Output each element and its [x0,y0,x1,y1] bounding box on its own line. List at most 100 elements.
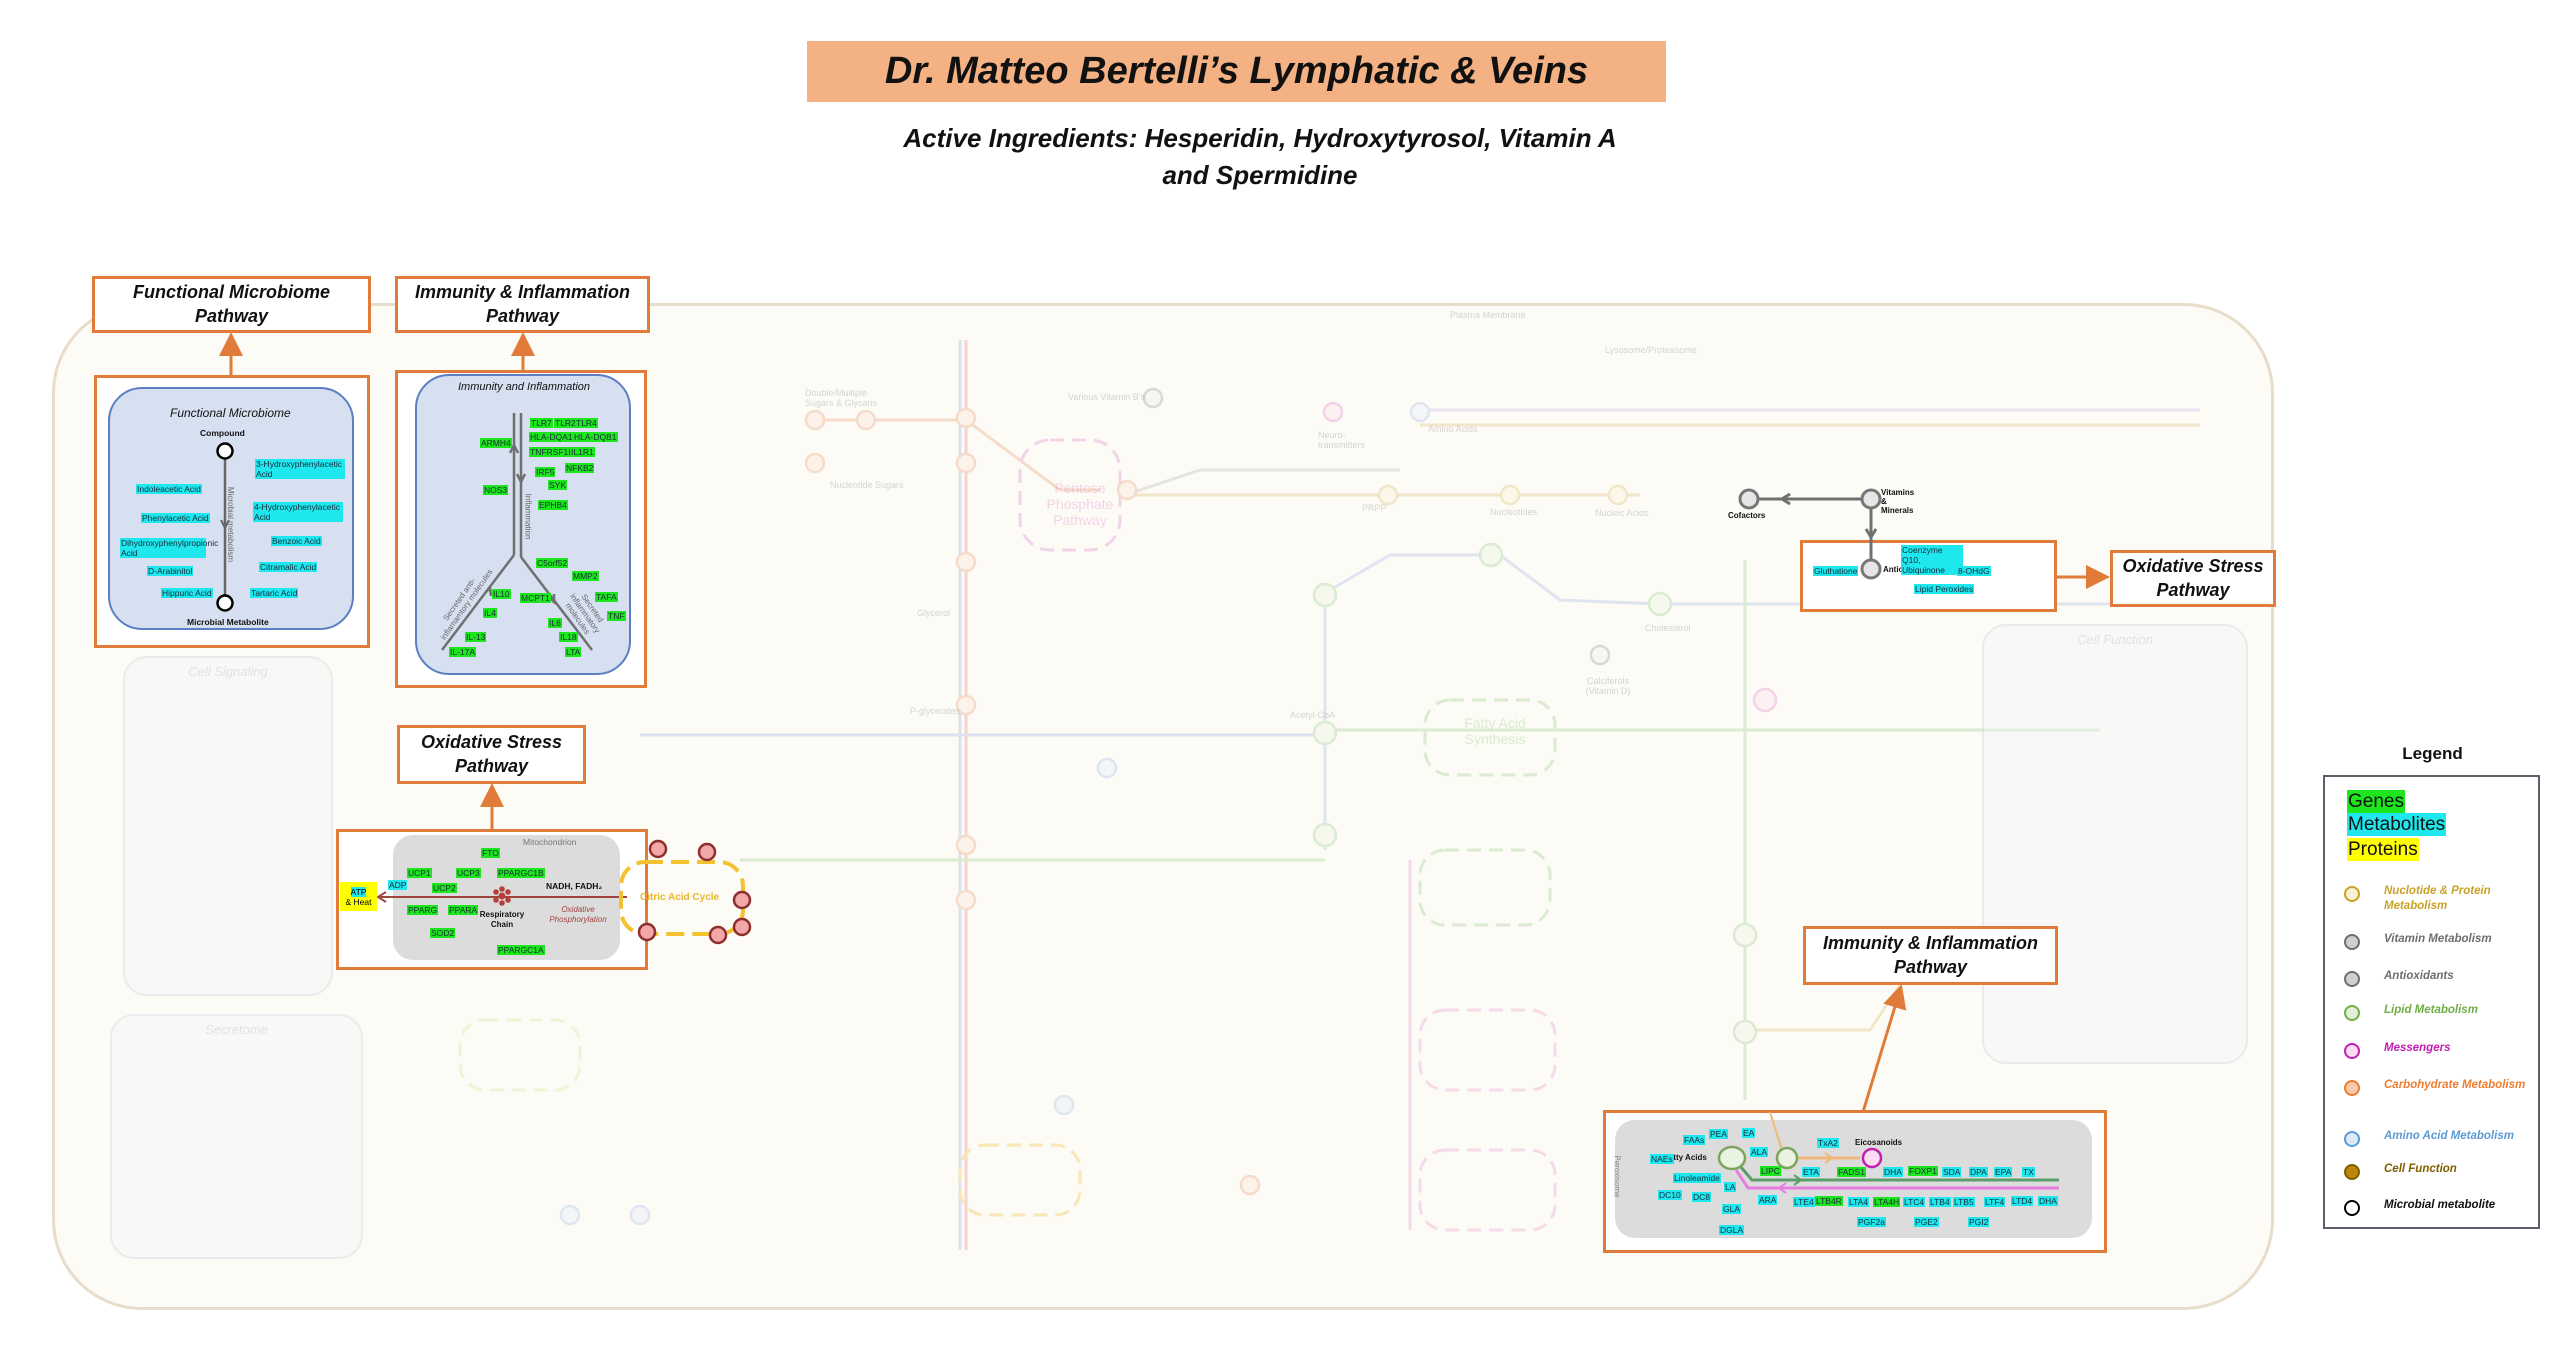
respiratory-chain-label: Respiratory Chain [479,910,525,929]
legend-circle-icon [2344,934,2360,950]
legend-circle-icon [2344,1080,2360,1096]
metabolite-chip: LTA4 [1848,1197,1870,1207]
metabolite-node [216,594,234,612]
metabolite-chip: LA [1724,1182,1737,1192]
legend-item: Carbohydrate Metabolism [2344,1079,2525,1096]
gene-chip: UCP3 [456,868,481,878]
metabolite-chip: TxA2 [1817,1138,1839,1148]
metabolite-chip: Benzoic Acid [271,536,322,546]
functional-microbiome-pathway-label: Functional Microbiome Pathway [92,276,371,333]
gene-chip: PPARGC1B [497,868,545,878]
metabolite-chip: DHA [1883,1167,1903,1177]
legend-item-label: Antioxidants [2384,970,2454,982]
compound-node [216,442,234,460]
metabolite-chip: PEA [1709,1129,1729,1139]
metabolite-chip: Lipid Peroxides [1914,584,1975,594]
gene-chip: NFKB2 [565,463,595,473]
bg-label: Nucleotides [1490,507,1538,517]
bg-label: Double/Multiple Sugars & Glycans [805,388,878,408]
vitamins-minerals-label: Vitamins & Minerals [1881,488,1915,515]
legend-item-label: Messengers [2384,1042,2451,1054]
legend-item: Microbial metabolite [2344,1199,2495,1216]
metabolite-chip: DHA [2038,1196,2058,1206]
metabolite-chip: Hippuric Acid [161,588,213,598]
legend-item: Lipid Metabolism [2344,1004,2478,1021]
vitamins-arrows [1738,488,1882,580]
cofactors-label: Cofactors [1728,511,1766,520]
legend-item-label: Carbohydrate Metabolism [2384,1079,2526,1091]
gene-chip: UCP1 [407,868,432,878]
metabolite-chip: Citramalic Acid [259,562,318,572]
metabolite-chip: Dihydroxyphenylpropionic Acid [120,538,219,558]
citric-acid-cycle-nodes [637,839,752,945]
bg-label: Lysosome/Proteasome [1605,345,1697,355]
legend-item-label: Nuclotide & Protein Metabolism [2384,885,2491,912]
metabolite-chip: Linoleamide [1673,1173,1721,1183]
legend-item: Cell Function [2344,1163,2457,1180]
page-title: Dr. Matteo Bertelli’s Lymphatic & Veins [884,50,1589,92]
metabolite-chip: DPA [1969,1167,1988,1177]
legend-genes: Genes [2347,790,2405,813]
bg-label: Glycerol [917,608,951,618]
metabolite-chip: Tartaric Acid [250,588,299,598]
gene-chip: TLR7 [530,418,553,428]
legend-circle-icon [2344,1043,2360,1059]
metabolite-chip: LTD4 [2011,1196,2034,1206]
respiratory-chain-icon [493,886,511,906]
gene-chip: IL6 [548,618,562,628]
metabolite-chip: GLA [1722,1204,1742,1214]
legend-proteins: Proteins [2347,838,2419,861]
gene-chip: C5orf52 [536,558,569,568]
fatty-acids-node [1717,1145,1747,1171]
fatty-acids-label: Fatty Acids [1664,1153,1707,1162]
gene-chip: IL18 [559,632,578,642]
secretome-panel: Secretome [110,1014,363,1259]
gene-chip: FOXP1 [1908,1166,1938,1176]
metabolite-chip: 3-Hydroxyphenylacetic Acid [255,459,345,479]
metabolite-chip: LTC4 [1903,1197,1926,1207]
legend-item-label: Cell Function [2384,1163,2457,1175]
immunity-pathway-label-left: Immunity & Inflammation Pathway [395,276,650,333]
gene-chip: PPARA [448,905,479,915]
citric-acid-cycle-label: Citric Acid Cycle [640,892,720,903]
bg-label: P-glycerates [910,706,961,716]
metabolite-chip: D-Arabinitol [147,566,194,576]
oxidative-stress-pathway-label-left: Oxidative Stress Pathway [397,725,586,784]
gene-chip: LTA [565,647,582,657]
metabolite-chip: LTF4 [1984,1197,2006,1207]
panel-title: Cell Function [2077,632,2153,647]
title-banner: Dr. Matteo Bertelli’s Lymphatic & Veins [807,41,1666,102]
metabolite-chip: LTB4 [1929,1197,1951,1207]
gene-chip: TAFA [595,592,618,602]
citric-acid-cycle-loop [619,860,745,936]
metabolite-chip: Phenylacetic Acid [141,513,210,523]
metabolite-chip: DC8 [1692,1192,1712,1202]
metabolite-chip: Gluthatione [1813,566,1859,576]
gene-chip: IL-13 [465,632,487,642]
metabolite-chip: LTB5 [1953,1197,1975,1207]
legend-item: Vitamin Metabolism [2344,933,2492,950]
subtitle-line-1: Active Ingredients: Hesperidin, Hydroxyt… [903,123,1617,153]
legend-item: Nuclotide & Protein Metabolism [2344,885,2491,912]
compound-label: Compound [200,428,245,438]
adp-chip: ADP [388,880,408,890]
inflammation-y-arrows [441,413,593,651]
bg-label: Nucleic Acids [1595,508,1649,518]
gene-chip: SYK [548,480,568,490]
eicosanoids-label: Eicosanoids [1855,1138,1903,1147]
metabolite-chip: TX [2022,1167,2035,1177]
eicosanoid-arrows [1717,1111,2059,1194]
gene-chip: HLA-DQA1 [529,432,574,442]
legend-item: Amino Acid Metabolism [2344,1130,2514,1147]
metabolite-chip: EPA [1994,1167,2013,1177]
nadh-fadh2-label: NADH, FADH₂ [546,881,603,891]
metabolite-chip: PGF2a [1857,1217,1886,1227]
gene-chip: SOD2 [430,928,456,938]
metabolite-chip: ALA [1750,1147,1769,1157]
metabolite-chip: SDA [1942,1167,1962,1177]
metabolite-chip: 8-OHdG [1957,566,1991,576]
gene-chip: EPHB4 [538,500,568,510]
gene-chip: ARMH4 [480,438,512,448]
immunity-title: Immunity and Inflammation [457,381,591,393]
